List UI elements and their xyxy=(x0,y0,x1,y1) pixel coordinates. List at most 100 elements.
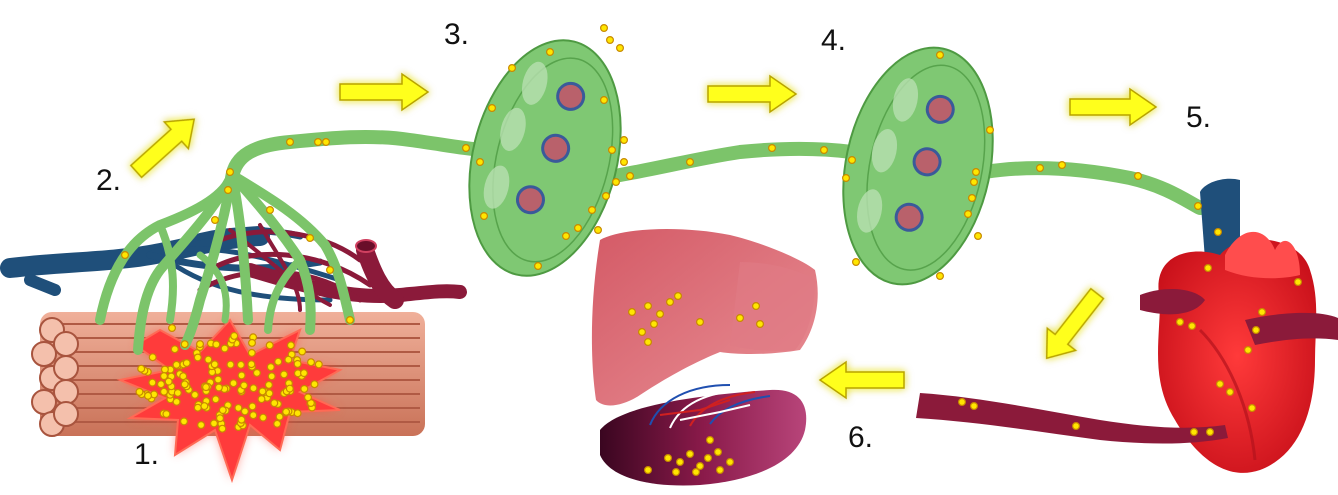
particle-dot xyxy=(198,422,205,429)
particle-dot xyxy=(821,147,828,154)
particle-dot xyxy=(959,399,966,406)
particle-dot xyxy=(192,391,199,398)
particle-dot xyxy=(315,361,322,368)
step-label-2: 2. xyxy=(96,166,121,196)
particle-dot xyxy=(171,346,178,353)
particle-dot xyxy=(266,382,273,389)
up-right-arrow-icon xyxy=(124,106,206,185)
particle-dot xyxy=(267,207,274,214)
particle-dot xyxy=(971,403,978,410)
particle-dot xyxy=(687,159,694,166)
particle-dot xyxy=(315,139,322,146)
particle-dot xyxy=(287,139,294,146)
particle-dot xyxy=(275,358,282,365)
particle-dot xyxy=(181,381,188,388)
particle-dot xyxy=(1207,429,1214,436)
particle-dot xyxy=(621,159,628,166)
particle-dot xyxy=(212,217,219,224)
particle-dot xyxy=(535,263,542,270)
particle-dot xyxy=(249,403,256,410)
particle-dot xyxy=(849,157,856,164)
particle-dot xyxy=(258,396,265,403)
particle-dot xyxy=(509,65,516,72)
particle-dot xyxy=(250,412,257,419)
particle-dot xyxy=(667,299,674,306)
particle-dot xyxy=(489,105,496,112)
particle-dot xyxy=(181,418,188,425)
particle-dot xyxy=(211,420,218,427)
particle-dot xyxy=(1205,265,1212,272)
particle-dot xyxy=(241,382,248,389)
particle-dot xyxy=(1037,165,1044,172)
particle-dot xyxy=(673,469,680,476)
particle-dot xyxy=(323,139,330,146)
particle-dot xyxy=(601,25,608,32)
particle-dot xyxy=(853,259,860,266)
particle-dot xyxy=(843,175,850,182)
particle-dot xyxy=(1259,309,1266,316)
particle-dot xyxy=(463,145,470,152)
particle-dot xyxy=(161,373,168,380)
particle-dot xyxy=(651,321,658,328)
particle-dot xyxy=(248,361,255,368)
particle-dot xyxy=(1059,162,1066,169)
particle-dot xyxy=(677,459,684,466)
particle-dot xyxy=(238,416,245,423)
arrow-down-left xyxy=(1032,283,1111,370)
particle-dot xyxy=(260,414,267,421)
particle-dot xyxy=(1177,319,1184,326)
particle-dot xyxy=(645,339,652,346)
arrow-right-3 xyxy=(1070,89,1156,125)
step-label-1: 1. xyxy=(134,440,159,470)
particle-dot xyxy=(286,385,293,392)
particle-dot xyxy=(657,311,664,318)
particle-dot xyxy=(601,97,608,104)
particle-dot xyxy=(216,384,223,391)
particle-dot xyxy=(1191,429,1198,436)
particle-dot xyxy=(563,233,570,240)
particle-dot xyxy=(211,361,218,368)
particle-dot xyxy=(212,396,219,403)
lymphatic-vessel xyxy=(232,137,1200,208)
particle-dot xyxy=(213,341,220,348)
lymph-node-2 xyxy=(823,34,1014,299)
particle-dot xyxy=(1195,203,1202,210)
arrow-left xyxy=(820,362,904,398)
artery-opening xyxy=(356,240,376,252)
particle-dot xyxy=(589,207,596,214)
particle-dot xyxy=(477,159,484,166)
particle-dot xyxy=(173,361,180,368)
particle-dot xyxy=(311,381,318,388)
particle-dot xyxy=(194,404,201,411)
particle-dot xyxy=(727,459,734,466)
particle-dot xyxy=(757,321,764,328)
step-label-6: 6. xyxy=(848,423,873,453)
particle-dot xyxy=(937,273,944,280)
particle-dot xyxy=(1189,323,1196,330)
particle-dot xyxy=(575,225,582,232)
particle-dot xyxy=(288,342,295,349)
particle-dot xyxy=(305,394,312,401)
particle-dot xyxy=(1249,405,1256,412)
particle-dot xyxy=(250,385,257,392)
particle-dot xyxy=(327,267,334,274)
right-arrow-icon xyxy=(708,76,796,112)
particle-dot xyxy=(158,381,165,388)
particle-dot xyxy=(249,340,256,347)
particle-dot xyxy=(1135,173,1142,180)
particle-dot xyxy=(227,361,234,368)
particle-dot xyxy=(197,341,204,348)
particle-dot xyxy=(122,252,129,259)
particle-dot xyxy=(1295,279,1302,286)
down-left-arrow-icon xyxy=(1032,283,1111,370)
particle-dot xyxy=(294,410,301,417)
particle-dot xyxy=(267,364,274,371)
right-arrow-icon xyxy=(340,74,428,110)
particle-dot xyxy=(707,437,714,444)
particle-dot xyxy=(1215,229,1222,236)
particle-dot xyxy=(603,193,610,200)
particle-dot xyxy=(715,449,722,456)
particle-dot xyxy=(254,370,261,377)
particle-dot xyxy=(307,235,314,242)
